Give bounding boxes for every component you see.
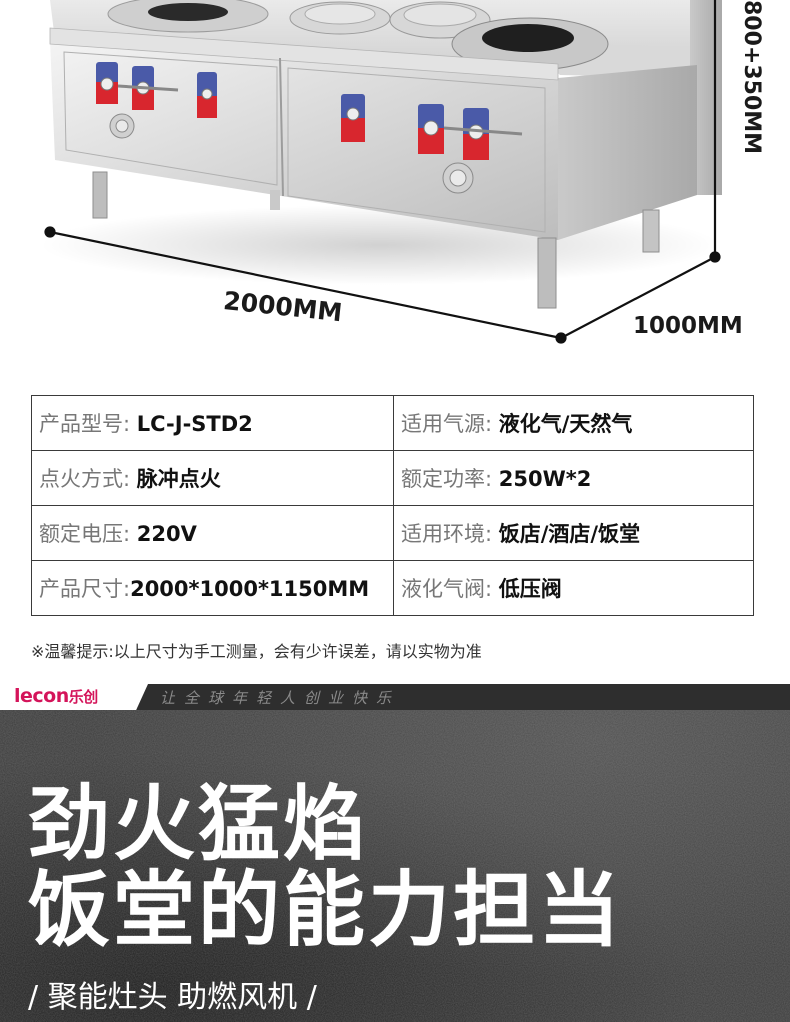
dimension-lines	[44, 0, 721, 344]
hero-headline-line2: 饭堂的能力担当	[28, 863, 624, 958]
table-row: 点火方式: 脉冲点火 额定功率: 250W*2	[31, 450, 754, 506]
table-row: 额定电压: 220V 适用环境: 饭店/酒店/饭堂	[31, 505, 754, 561]
spec-table: 产品型号: LC-J-STD2 适用气源: 液化气/天然气 点火方式: 脉冲点火…	[31, 395, 754, 616]
spec-cell-valve: 液化气阀: 低压阀	[393, 560, 754, 616]
brand-logo: lecon乐创	[14, 685, 98, 707]
brand-bar: lecon乐创 让全球年轻人创业快乐	[0, 684, 790, 710]
spec-cell-gas-source: 适用气源: 液化气/天然气	[393, 395, 754, 451]
brand-slogan: 让全球年轻人创业快乐	[160, 689, 401, 707]
table-row: 产品型号: LC-J-STD2 适用气源: 液化气/天然气	[31, 395, 754, 451]
stove-illustration	[40, 0, 722, 344]
table-row: 产品尺寸:2000*1000*1150MM 液化气阀: 低压阀	[31, 560, 754, 616]
spec-cell-power: 额定功率: 250W*2	[393, 450, 754, 506]
hero-subline: / 聚能灶头 助燃风机 /	[28, 980, 317, 1015]
stove-legs	[92, 171, 660, 309]
logo-tab: lecon乐创	[0, 684, 148, 710]
control-knobs-left	[96, 62, 217, 139]
height-dimension-label: 800+350MM	[739, 0, 764, 155]
stone-texture	[0, 710, 790, 1022]
product-image: 2000MM 1000MM 800+350MM	[0, 0, 790, 380]
spec-cell-environment: 适用环境: 饭店/酒店/饭堂	[393, 505, 754, 561]
hero-banner: 劲火猛焰 饭堂的能力担当 / 聚能灶头 助燃风机 /	[0, 710, 790, 1022]
spec-cell-voltage: 额定电压: 220V	[31, 505, 394, 561]
depth-dimension-label: 1000MM	[633, 313, 743, 339]
control-knobs-right	[341, 94, 523, 194]
spec-cell-model: 产品型号: LC-J-STD2	[31, 395, 394, 451]
measurement-note: ※温馨提示:以上尺寸为手工测量，会有少许误差，请以实物为准	[31, 642, 482, 661]
burner-rings	[107, 0, 609, 71]
spec-cell-ignition: 点火方式: 脉冲点火	[31, 450, 394, 506]
spec-cell-size: 产品尺寸:2000*1000*1150MM	[31, 560, 394, 616]
hero-headline-line1: 劲火猛焰	[28, 777, 369, 872]
